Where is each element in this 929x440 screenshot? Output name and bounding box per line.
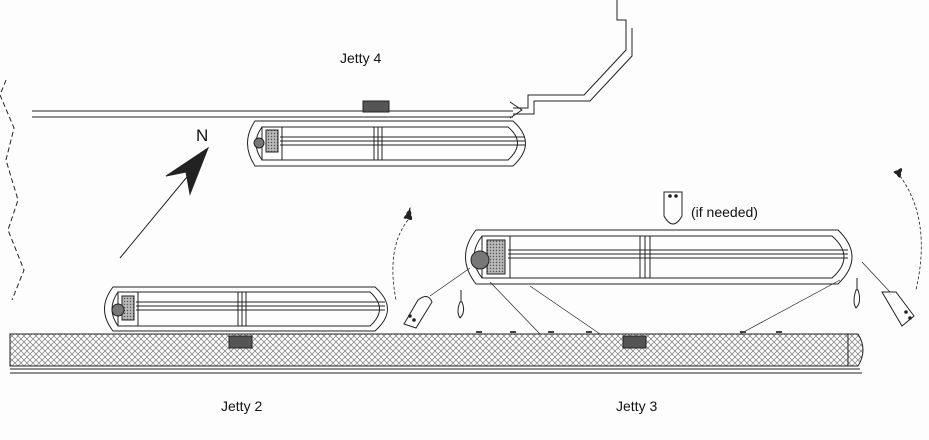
north-arrow xyxy=(119,146,210,259)
jetty-3-label: Jetty 3 xyxy=(616,398,658,414)
tug-path-left xyxy=(392,206,413,301)
tug-path-right xyxy=(893,167,922,291)
jetty-2-label: Jetty 2 xyxy=(221,398,263,414)
tug-right xyxy=(881,291,915,327)
vessel-jetty-4 xyxy=(247,120,526,167)
main-quay xyxy=(9,333,864,374)
if-needed-label: (if needed) xyxy=(691,204,758,220)
jetty-2-block xyxy=(228,335,253,349)
quay-fenders xyxy=(476,331,782,333)
jetty-4-label: Jetty 4 xyxy=(340,50,382,66)
anchor-left xyxy=(457,290,465,319)
tug-left xyxy=(403,296,433,329)
shoreline-left xyxy=(0,79,25,301)
vessel-jetty-3 xyxy=(465,229,853,285)
jetty-4-block xyxy=(362,100,390,113)
north-label: N xyxy=(196,126,209,145)
anchor-right xyxy=(853,278,861,309)
jetty-4-quay xyxy=(32,0,633,119)
jetty-3-block xyxy=(622,335,647,349)
mooring-lines xyxy=(429,261,891,335)
vessel-jetty-2 xyxy=(104,286,388,332)
tug-top xyxy=(663,191,683,225)
